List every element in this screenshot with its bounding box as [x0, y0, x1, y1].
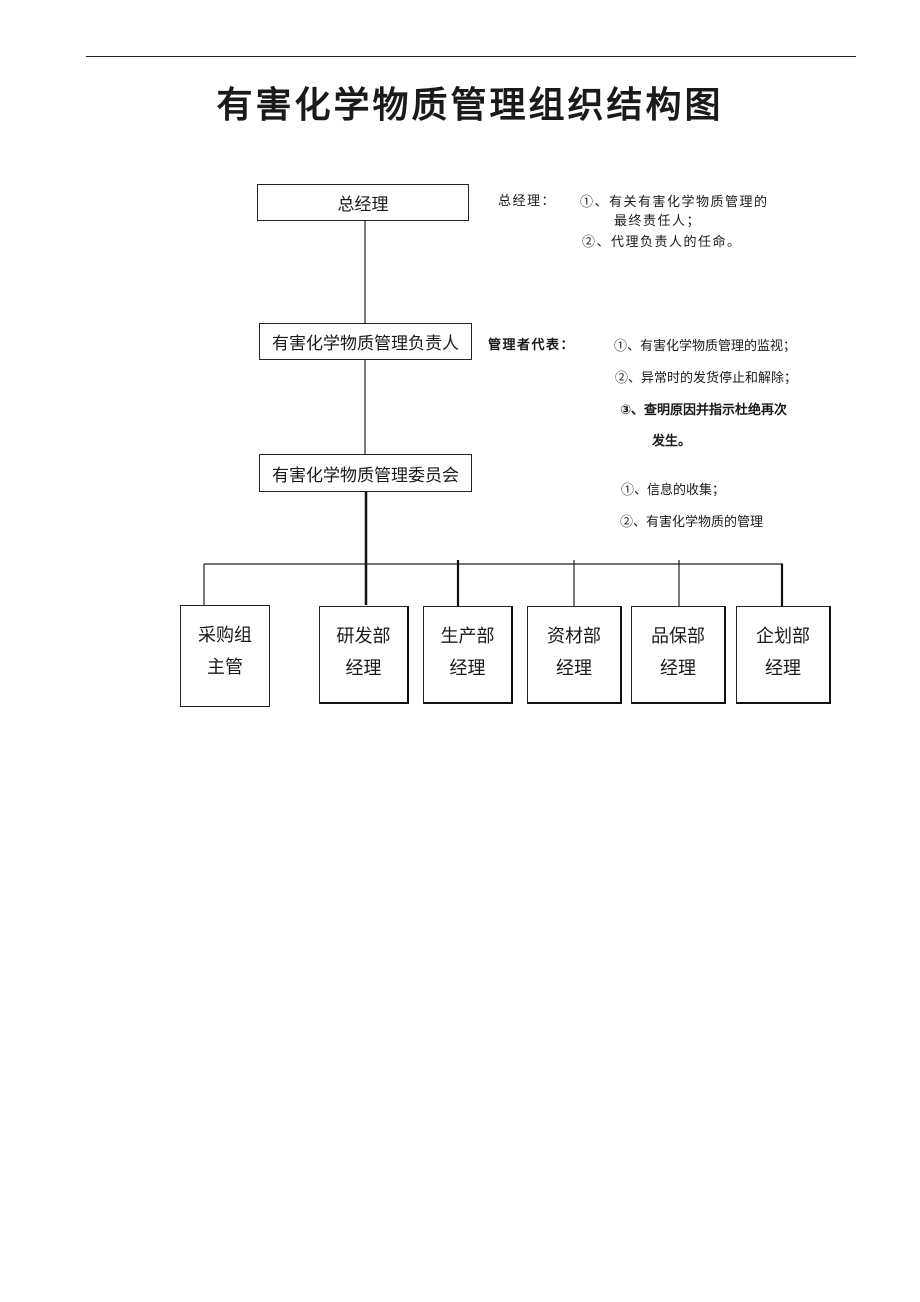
responsible-person-label: 有害化学物质管理负责人 — [272, 334, 459, 354]
dept-box-rnd: 研发部 经理 — [319, 606, 409, 704]
dept-name: 生产部 — [440, 626, 495, 647]
committee-label: 有害化学物质管理委员会 — [272, 465, 459, 486]
dept-box-purchasing: 采购组 主管 — [180, 605, 270, 707]
dept-name: 资材部 — [547, 626, 601, 647]
dept-name: 品保部 — [651, 626, 705, 647]
dept-box-production: 生产部 经理 — [423, 606, 513, 704]
dept-box-planning: 企划部 经理 — [736, 606, 831, 704]
committee-duty-1: ①、信息的收集； — [621, 483, 726, 498]
dept-box-materials: 资材部 经理 — [527, 606, 622, 704]
general-manager-box: 总经理 — [257, 184, 469, 221]
dept-role: 经理 — [765, 658, 801, 679]
page-title: 有害化学物质管理组织结构图 — [216, 85, 724, 126]
dept-role: 经理 — [660, 658, 696, 679]
top-divider-line — [86, 56, 856, 57]
gm-duty-1: ①、有关有害化学物质管理的 — [580, 195, 769, 210]
dept-role: 主管 — [207, 657, 243, 678]
management-rep-label: 管理者代表： — [488, 338, 576, 353]
general-manager-label: 总经理 — [337, 195, 389, 215]
dept-role: 经理 — [345, 658, 382, 679]
dept-role: 经理 — [449, 658, 486, 679]
dept-name: 企划部 — [756, 626, 810, 647]
gm-duty-2: ②、代理负责人的任命。 — [582, 235, 742, 250]
rep-duty-1: ①、有害化学物质管理的监视； — [614, 339, 797, 354]
responsible-person-box: 有害化学物质管理负责人 — [259, 323, 472, 360]
rep-duty-3-cont: 发生。 — [652, 434, 692, 449]
rep-duty-3: ③、查明原因并指示杜绝再次 — [620, 403, 788, 418]
dept-box-quality: 品保部 经理 — [631, 606, 726, 704]
gm-duties-label: 总经理： — [498, 194, 557, 209]
committee-box: 有害化学物质管理委员会 — [259, 454, 472, 492]
gm-duty-1-cont: 最终责任人； — [614, 214, 702, 229]
dept-name: 研发部 — [336, 626, 391, 647]
dept-role: 经理 — [556, 658, 592, 679]
rep-duty-2: ②、异常时的发货停止和解除； — [615, 371, 798, 386]
committee-duty-2: ②、有害化学物质的管理 — [620, 515, 764, 530]
dept-name: 采购组 — [198, 625, 252, 646]
